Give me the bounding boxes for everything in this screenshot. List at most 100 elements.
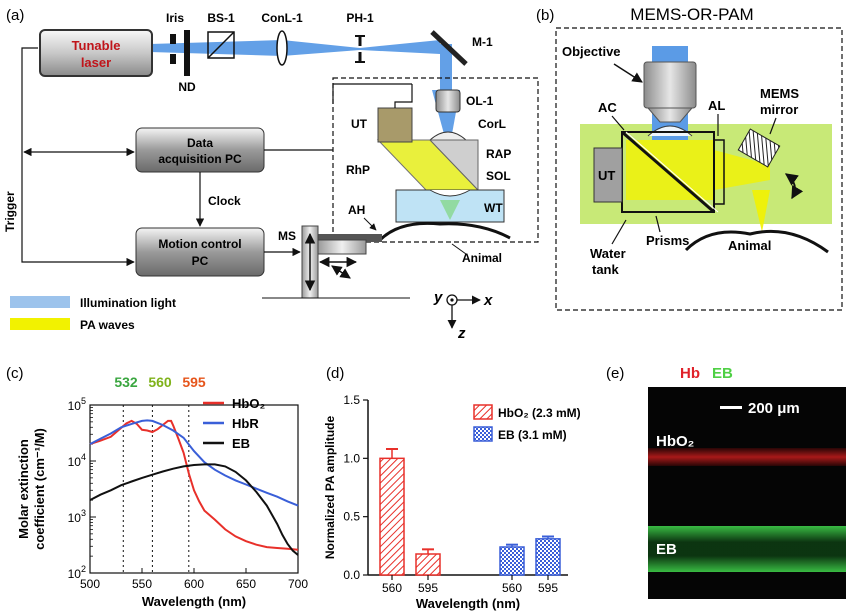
- legend-label-d: HbO₂ (2.3 mM): [498, 406, 581, 420]
- hb-vessel: [648, 448, 846, 466]
- ac-label: AC: [598, 100, 617, 115]
- panel-b-title: MEMS-OR-PAM: [630, 5, 753, 24]
- motion-label-1: Motion control: [158, 237, 241, 251]
- x-tick-label: 600: [184, 577, 204, 591]
- legend-swatch-d: [473, 404, 493, 420]
- legend-label-d: EB (3.1 mM): [498, 428, 567, 442]
- ph1-label: PH-1: [346, 11, 374, 25]
- y-axis-label-d: Normalized PA amplitude: [323, 415, 337, 559]
- animal-label-b: Animal: [728, 238, 771, 253]
- eb-vessel: [648, 526, 846, 572]
- mirror-m1: M-1: [430, 30, 493, 66]
- legend-label-c: EB: [232, 436, 250, 451]
- legend-illumination-swatch: [10, 296, 70, 308]
- y-tick-label-d: 0.5: [343, 510, 360, 524]
- panel-a-letter: (a): [6, 7, 24, 24]
- al-label: AL: [708, 98, 725, 113]
- animal-label-a: Animal: [462, 251, 502, 265]
- sol-label: SOL: [486, 169, 511, 183]
- panel-e-letter: (e): [606, 365, 624, 382]
- daq-label-2: acquisition PC: [158, 152, 242, 166]
- bar: [499, 546, 525, 576]
- panel-c-letter: (c): [6, 365, 24, 382]
- water-tank: WT: [395, 189, 505, 223]
- correction-lens: [428, 131, 468, 141]
- wavelength-marker-label: 595: [182, 374, 206, 390]
- y-tick-label: 105: [68, 396, 86, 413]
- mems-mirror: [737, 128, 804, 200]
- y-tick-label: 102: [68, 564, 86, 581]
- panel-b: (b) MEMS-OR-PAM Objective UT AC AL: [536, 5, 843, 311]
- motion-label-2: PC: [192, 254, 209, 268]
- y-tick-label-d: 0.0: [343, 568, 360, 582]
- ultrasound-transducer: UT: [351, 84, 413, 143]
- y-axis-label-2: coefficient (cm⁻¹/M): [32, 428, 47, 550]
- legend-illumination-label: Illumination light: [80, 296, 176, 310]
- pinhole: PH-1: [346, 11, 374, 63]
- legend-label-c: HbO₂: [232, 396, 265, 411]
- ut-b: [593, 147, 623, 203]
- series-line-2: [89, 419, 299, 507]
- pa-wave-b2: [714, 150, 770, 190]
- condenser-lens: ConL-1: [261, 11, 303, 66]
- illumination-beam: [150, 40, 460, 134]
- ut-label-b: UT: [598, 168, 615, 183]
- panel-e-title-hb: Hb: [680, 365, 700, 382]
- probe-enclosure: [332, 77, 539, 243]
- legend-label-c: HbR: [232, 416, 259, 431]
- x-tick-label-d: 595: [538, 581, 558, 595]
- y-tick-label: 103: [68, 508, 86, 525]
- bar: [535, 538, 561, 576]
- x-tick-label-d: 560: [502, 581, 522, 595]
- y-tick-label: 104: [68, 452, 86, 469]
- objective-lens: OL-1: [435, 89, 494, 113]
- beam-splitter: BS-1: [207, 11, 235, 59]
- tunable-laser: Tunable laser: [39, 29, 153, 77]
- x-axis-label-d: Wavelength (nm): [416, 596, 520, 611]
- m1-label: M-1: [472, 35, 493, 49]
- series-line-3: [89, 463, 299, 556]
- mems-label-1: MEMS: [760, 86, 799, 101]
- nd-label: ND: [178, 80, 196, 94]
- ol1-label: OL-1: [466, 94, 494, 108]
- x-tick-label: 700: [288, 577, 308, 591]
- x-tick-label: 500: [80, 577, 100, 591]
- bar: [379, 457, 405, 576]
- pa-focus-b: [752, 190, 770, 232]
- y-axis-label-1: Molar extinction: [16, 439, 31, 539]
- eb-image-label: EB: [656, 541, 677, 558]
- trigger-label: Trigger: [3, 191, 17, 232]
- laser-label-1: Tunable: [72, 38, 121, 53]
- y-tick-label-d: 1.5: [343, 393, 360, 407]
- motion-control-pc[interactable]: Motion control PC: [135, 227, 265, 277]
- iris: Iris: [166, 11, 184, 64]
- ut-label-a: UT: [351, 117, 368, 131]
- rap-label: RAP: [486, 147, 511, 161]
- x-tick-label: 550: [132, 577, 152, 591]
- conl1-label: ConL-1: [261, 11, 303, 25]
- mems-label-2: mirror: [760, 102, 798, 117]
- x-tick-label-d: 595: [418, 581, 438, 595]
- ah-label: AH: [348, 203, 365, 217]
- legend-swatch-d: [473, 426, 493, 442]
- nd-filter: ND: [178, 30, 196, 94]
- hbo2-image-label: HbO₂: [656, 433, 694, 450]
- legend-a: Illumination light PA waves: [10, 296, 176, 332]
- x-tick-label: 650: [236, 577, 256, 591]
- signal-wires: [21, 47, 412, 267]
- iris-label: Iris: [166, 11, 184, 25]
- animal-holder: [318, 234, 382, 242]
- rhp-label: RhP: [346, 163, 370, 177]
- x-tick-label-d: 560: [382, 581, 402, 595]
- prisms-label: Prisms: [646, 233, 689, 248]
- animal-a: [378, 221, 511, 242]
- legend-pa-swatch: [10, 318, 70, 330]
- ms-label: MS: [278, 229, 296, 243]
- data-acquisition-pc[interactable]: Data acquisition PC: [135, 127, 265, 173]
- axis-y-label: y: [433, 289, 443, 306]
- panel-b-letter: (b): [536, 7, 554, 24]
- laser-label-2: laser: [81, 55, 111, 70]
